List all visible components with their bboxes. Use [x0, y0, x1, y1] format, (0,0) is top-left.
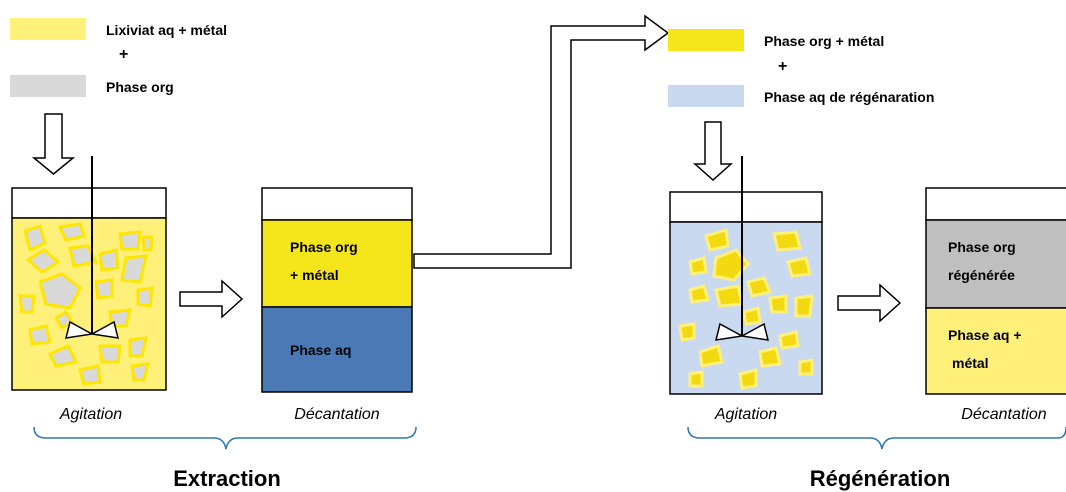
legend-swatch-phase-org	[10, 75, 86, 97]
decantation-label-extraction: Décantation	[294, 406, 379, 423]
legend-swatch-aq-regen	[668, 85, 744, 107]
agitation-label-regeneration: Agitation	[714, 406, 777, 423]
decantation-tank-regeneration	[925, 187, 1066, 395]
down-arrow-icon	[693, 121, 733, 182]
dispersed-droplets	[18, 222, 154, 386]
layer-label-org-metal: Phase org + métal	[290, 239, 362, 283]
agitation-label-extraction: Agitation	[59, 406, 122, 423]
section-title-extraction: Extraction	[173, 466, 281, 491]
decantation-label-regeneration: Décantation	[961, 406, 1046, 423]
legend-label-lixiviat: Lixiviat aq + métal	[106, 22, 227, 38]
decantation-tank-extraction	[261, 187, 413, 393]
dispersed-droplets	[678, 228, 814, 390]
legend-swatch-lixiviat	[10, 18, 86, 40]
legend-plus-regeneration: +	[778, 58, 787, 75]
right-arrow-icon	[179, 279, 244, 319]
section-title-regeneration: Régénération	[810, 466, 951, 491]
stirrer-blade-icon	[64, 320, 120, 339]
legend-label-phase-org: Phase org	[106, 79, 174, 95]
legend-swatch-org-metal	[668, 29, 744, 51]
stirrer-blade-icon	[714, 322, 770, 341]
legend-plus-extraction: +	[119, 46, 128, 63]
legend-label-aq-regen: Phase aq de régénaration	[764, 89, 934, 105]
down-arrow-icon	[31, 113, 76, 175]
layer-label-aq: Phase aq	[290, 342, 351, 358]
agitation-tank-extraction	[11, 156, 167, 391]
transfer-arrow-icon	[413, 14, 670, 269]
right-arrow-icon	[837, 283, 902, 323]
layer-label-org-regenerated: Phase org régénérée	[948, 239, 1020, 283]
extraction-brace	[33, 426, 417, 450]
legend-label-org-metal: Phase org + métal	[764, 33, 884, 49]
layer-label-aq-metal: Phase aq + métal	[948, 327, 1025, 371]
regeneration-brace	[687, 426, 1066, 450]
agitation-tank-regeneration	[669, 156, 823, 395]
